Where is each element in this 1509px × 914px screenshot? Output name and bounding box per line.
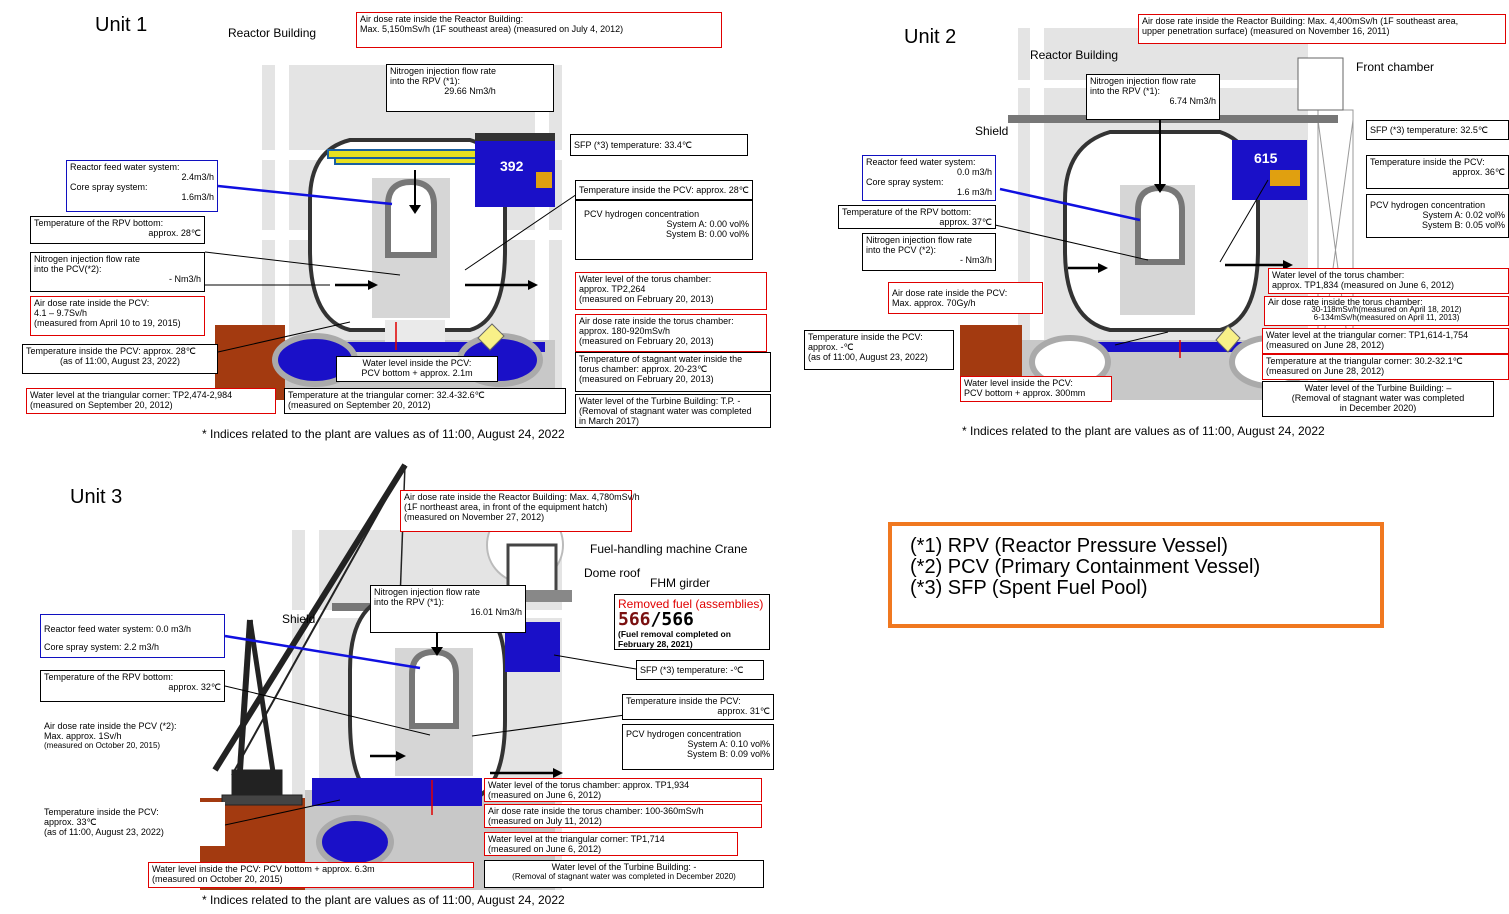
- unit3-torus-air-dose: Air dose rate inside the torus chamber: …: [484, 804, 762, 828]
- unit1-triangular-level: Water level at the triangular corner: TP…: [26, 388, 276, 414]
- unit2-rpv: [1135, 184, 1185, 265]
- unit1-rpv-bottom-temp: Temperature of the RPV bottom:approx. 28…: [30, 216, 205, 244]
- leader-lines: [204, 179, 1269, 826]
- legend-pcv: (*2) PCV (Primary Containment Vessel): [910, 556, 1261, 578]
- unit3-pcv-air-dose: Air dose rate inside the PCV (*2):Max. a…: [40, 712, 215, 756]
- unit1-illustration: [215, 65, 562, 405]
- unit2-torus-air-dose: Air dose rate inside the torus chamber:3…: [1264, 296, 1509, 326]
- unit3-pcv-water-level: Water level inside the PCV: PCV bottom +…: [148, 862, 474, 888]
- unit1-building-label: Reactor Building: [228, 26, 317, 40]
- unit2-building-label: Reactor Building: [1030, 48, 1119, 62]
- unit3-removed-fuel: Removed fuel (assemblies) 566/566 (Fuel …: [614, 594, 770, 650]
- unit3-shield: Shield: [282, 612, 316, 626]
- unit3-fhm-girder: FHM girder: [650, 576, 711, 590]
- unit3-pcv-temp-right: Temperature inside the PCV:approx. 31℃: [622, 694, 774, 720]
- unit3-crane-label: Fuel-handling machine Crane: [590, 542, 748, 556]
- unit3-rpv: [409, 648, 459, 729]
- unit1-title: Unit 1: [95, 14, 148, 36]
- unit3-footnote: * Indices related to the plant are value…: [202, 893, 565, 907]
- unit1-pcv-water-level: Water level inside the PCV:PCV bottom + …: [336, 356, 498, 382]
- unit1-sfp-temp: SFP (*3) temperature: 33.4℃: [570, 134, 748, 156]
- unit1-rpv: [385, 178, 437, 258]
- unit3-removed-fuel-done: 566: [618, 609, 651, 630]
- unit2-turbine-level: Water level of the Turbine Building: –(R…: [1262, 381, 1494, 417]
- unit2-front-chamber: Front chamber: [1356, 60, 1435, 74]
- legend-rpv: (*1) RPV (Reactor Pressure Vessel): [910, 535, 1228, 557]
- legend-sfp: (*3) SFP (Spent Fuel Pool): [910, 577, 1148, 599]
- unit2-shield: Shield: [975, 124, 1009, 138]
- unit2-air-dose-building: Air dose rate inside the Reactor Buildin…: [1138, 14, 1506, 44]
- unit3-torus-level: Water level of the torus chamber: approx…: [484, 778, 762, 802]
- unit2-pcv-water-level: Water level inside the PCV:PCV bottom + …: [960, 376, 1112, 402]
- unit2-rpv-bottom-temp: Temperature of the RPV bottom:approx. 37…: [838, 205, 996, 229]
- unit2-torus-level: Water level of the torus chamber:approx.…: [1268, 268, 1509, 294]
- unit2-footnote: * Indices related to the plant are value…: [962, 424, 1325, 438]
- unit2-sfp-temp: SFP (*3) temperature: 32.5℃: [1366, 120, 1509, 140]
- unit1-stagnant-temp: Temperature of stagnant water inside the…: [575, 352, 771, 392]
- unit1-pcv-temp-left: Temperature inside the PCV: approx. 28℃(…: [22, 344, 218, 374]
- unit3-air-dose-building: Air dose rate inside the Reactor Buildin…: [400, 490, 640, 532]
- feed-water-arrows: [217, 184, 1141, 670]
- abbreviation-legend: (*1) RPV (Reactor Pressure Vessel) (*2) …: [888, 522, 1384, 628]
- unit1-torus-air-dose: Air dose rate inside the torus chamber:a…: [575, 314, 767, 352]
- unit3-turbine-level: Water level of the Turbine Building: -(R…: [484, 860, 764, 888]
- unit1-pcv-air-dose: Air dose rate inside the PCV:4.1 – 9.7Sv…: [30, 296, 205, 336]
- unit2-triangular-level: Water level at the triangular corner: TP…: [1262, 328, 1509, 354]
- unit1-air-dose-building: Air dose rate inside the Reactor Buildin…: [356, 12, 722, 48]
- unit2-fuel-count: 615: [1254, 150, 1278, 166]
- unit3-removed-fuel-total: 566: [661, 609, 694, 630]
- unit1-pcv-temp-right: Temperature inside the PCV: approx. 28℃: [575, 180, 753, 200]
- crawler-crane: [212, 463, 408, 806]
- unit2-triangular-temp: Temperature at the triangular corner: 30…: [1262, 354, 1509, 380]
- unit3-title: Unit 3: [70, 486, 123, 508]
- unit1-triangular-temp: Temperature at the triangular corner: 32…: [284, 388, 566, 414]
- unit2-pcv-temp-left: Temperature inside the PCV:approx. -℃(as…: [804, 330, 954, 370]
- unit3-dome-roof: Dome roof: [584, 566, 641, 580]
- unit3-pcv-temp-left: Temperature inside the PCV:approx. 33℃(a…: [40, 802, 225, 846]
- unit2-pcv-temp-right: Temperature inside the PCV:approx. 36℃: [1366, 155, 1509, 189]
- unit3-triangular-level: Water level at the triangular corner: TP…: [484, 832, 738, 856]
- unit2-title: Unit 2: [904, 26, 957, 48]
- unit2-pcv-air-dose: Air dose rate inside the PCV:Max. approx…: [888, 282, 1043, 314]
- unit1-footnote: * Indices related to the plant are value…: [202, 427, 565, 441]
- unit3-sfp-temp: SFP (*3) temperature: -℃: [636, 660, 764, 680]
- unit1-turbine-level: Water level of the Turbine Building: T.P…: [575, 394, 771, 428]
- unit3-rpv-bottom-temp: Temperature of the RPV bottom:approx. 32…: [40, 670, 225, 702]
- unit1-torus-level: Water level of the torus chamber:approx.…: [575, 272, 767, 310]
- unit1-fuel-count: 392: [500, 158, 524, 174]
